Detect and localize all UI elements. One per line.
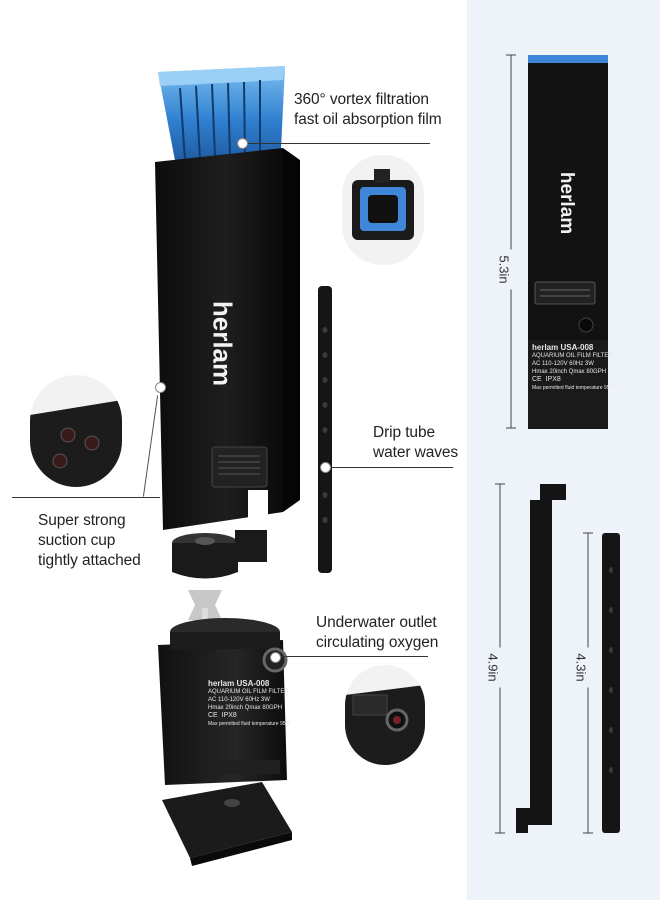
panel-label-temp: Max permitted fluid temperature 95°F	[532, 385, 615, 391]
suction-callout-dot	[155, 382, 166, 393]
drip-tube-spare	[602, 533, 620, 833]
pump-label-ip: IPX8	[221, 712, 237, 719]
long-pipe-dimension-label: 4.9in	[485, 647, 501, 688]
outlet-callout: Underwater outlet circulating oxygen	[316, 613, 438, 653]
vortex-callout-line1: 360° vortex filtration	[294, 91, 429, 108]
base-plate	[162, 782, 292, 866]
vortex-callout-line	[243, 143, 430, 144]
pump-label: herlam USA-008 AQUARIUM OIL FILM FILTER …	[208, 679, 291, 728]
panel-label-spec1: AC 110-120V 60Hz 3W	[532, 361, 594, 367]
body-brand-logo: herlam	[207, 300, 238, 387]
drip-callout: Drip tube water waves	[373, 423, 458, 463]
panel-label-brand: herlam USA-008	[532, 343, 594, 352]
panel-label-ce: CE	[532, 376, 542, 383]
filter-body	[155, 148, 300, 530]
suction-callout-line2: suction cup	[38, 532, 116, 549]
outlet-callout-line	[270, 656, 428, 657]
suction-cup-part	[172, 530, 267, 579]
pump-label-ce: CE	[208, 712, 218, 719]
assembled-filter	[528, 55, 608, 429]
detail-pump-closeup	[342, 155, 424, 265]
suction-callout-line3: tightly attached	[38, 552, 141, 569]
detail-outlet-closeup	[345, 665, 425, 765]
outlet-callout-line2: circulating oxygen	[316, 634, 439, 651]
drip-callout-line1: Drip tube	[373, 424, 435, 441]
pump-label-spec1: AC 110-120V 60Hz 3W	[208, 697, 270, 703]
panel-label-spec2: Hmax 20inch Qmax 80GPH	[532, 369, 607, 375]
vortex-callout-dot	[237, 138, 248, 149]
height-dimension-label: 5.3in	[496, 249, 512, 290]
pump-label-brand: herlam USA-008	[208, 679, 270, 688]
drip-callout-line2: water waves	[373, 444, 459, 461]
panel-brand-logo: herlam	[556, 171, 577, 235]
outlet-callout-dot	[270, 652, 281, 663]
panel-label-name: AQUARIUM OIL FILM FILTER	[532, 353, 613, 359]
panel-label-ip: IPX8	[545, 376, 561, 383]
pump-label-name: AQUARIUM OIL FILM FILTER	[208, 689, 289, 695]
drip-tube	[318, 286, 332, 573]
outlet-callout-line1: Underwater outlet	[316, 614, 437, 631]
vortex-callout: 360° vortex filtration fast oil absorpti…	[294, 90, 442, 130]
pump-label-temp: Max permitted fluid temperature 95°F	[208, 721, 291, 727]
suction-callout-line1: Super strong	[38, 512, 126, 529]
pump-label-spec2: Hmax 20inch Qmax 80GPH	[208, 705, 283, 711]
vortex-callout-line2: fast oil absorption film	[294, 111, 442, 128]
outlet-elbow-pipe	[516, 484, 566, 833]
panel-label: herlam USA-008 AQUARIUM OIL FILM FILTER …	[532, 343, 615, 392]
suction-callout-line	[12, 497, 160, 498]
suction-callout: Super strong suction cup tightly attache…	[38, 511, 141, 571]
drip-callout-dot	[320, 462, 331, 473]
detail-suction-cups	[30, 375, 122, 487]
short-pipe-dimension-label: 4.3in	[573, 647, 589, 688]
pump-unit	[158, 618, 288, 785]
drip-callout-line	[326, 467, 453, 468]
